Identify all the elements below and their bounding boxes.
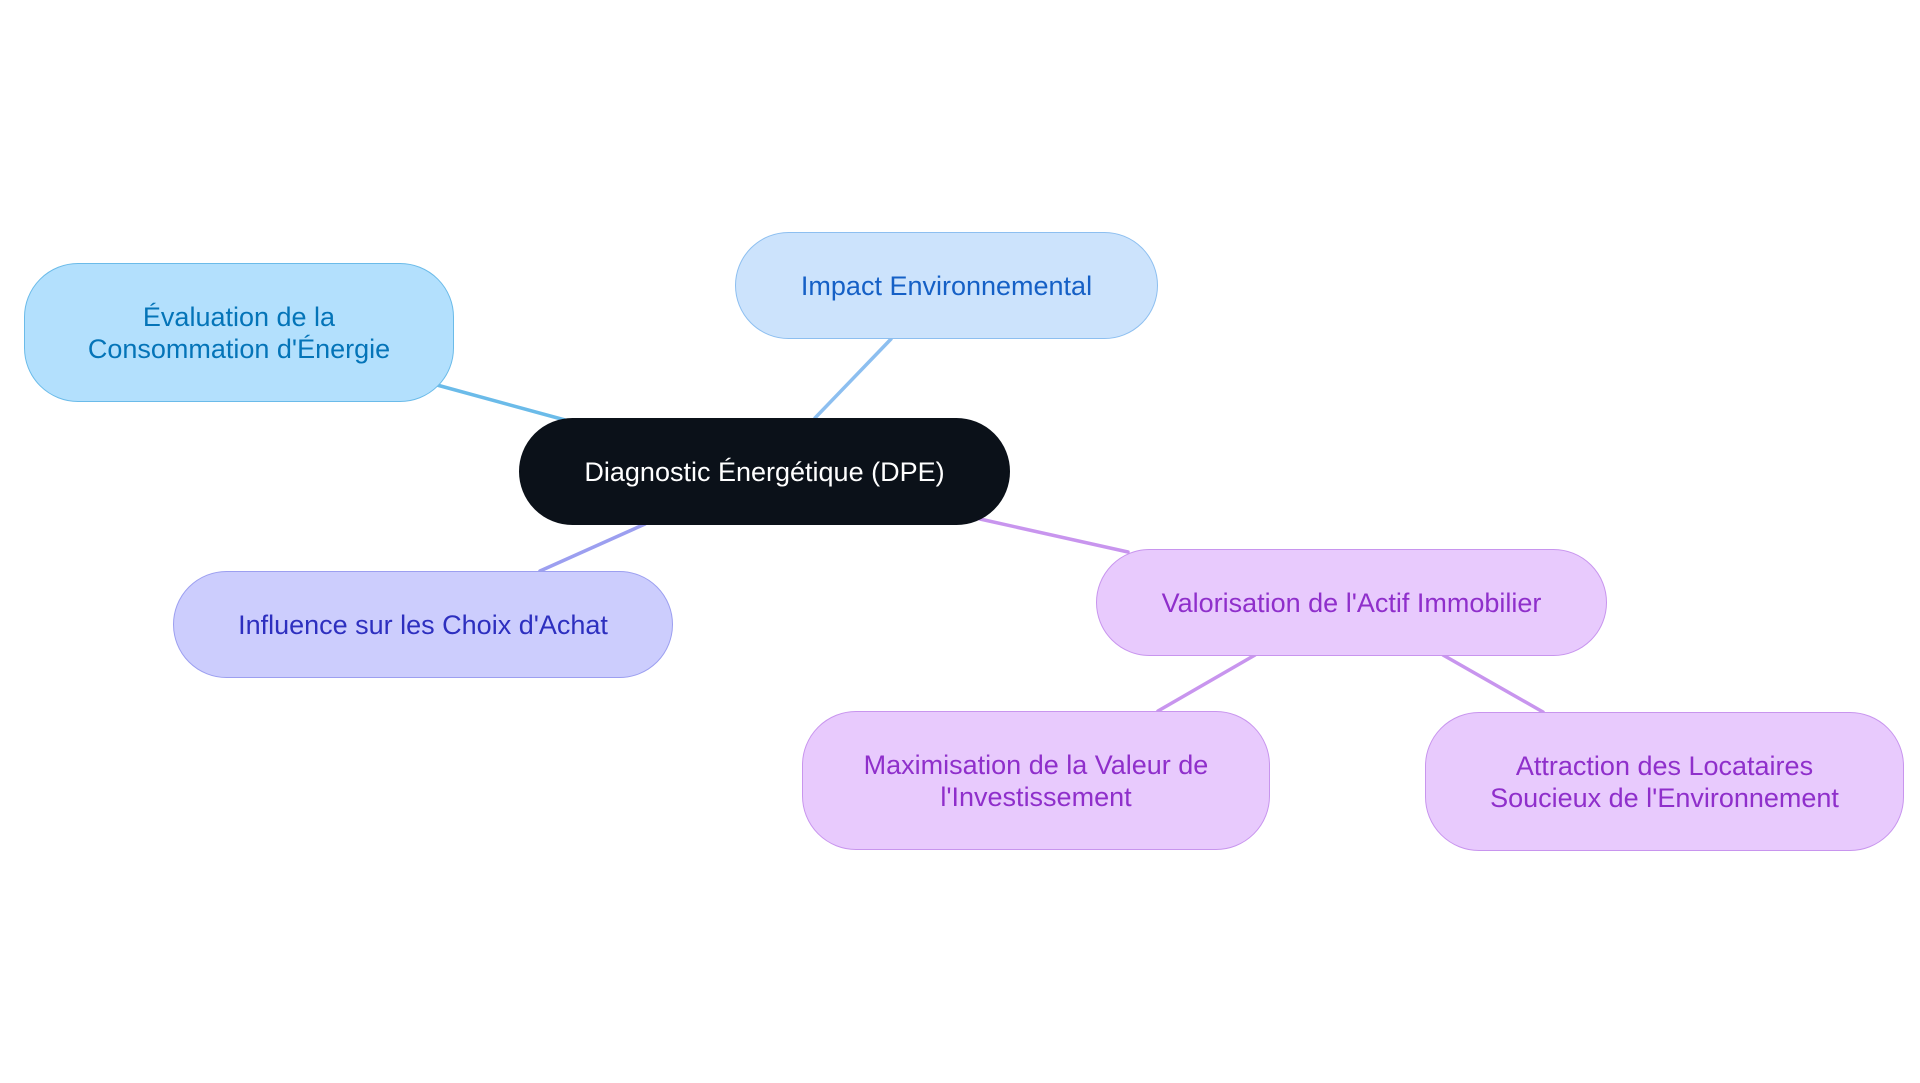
node-attraction-locataires[interactable]: Attraction des Locataires Soucieux de l'… bbox=[1425, 712, 1904, 851]
node-maximisation-valeur[interactable]: Maximisation de la Valeur de l'Investiss… bbox=[802, 711, 1270, 850]
edge-root-impact bbox=[813, 337, 893, 420]
edge-valorisation-attraction bbox=[1441, 653, 1545, 714]
node-evaluation-consommation[interactable]: Évaluation de la Consommation d'Énergie bbox=[24, 263, 454, 402]
edge-root-evaluation bbox=[435, 383, 567, 422]
node-valorisation-actif[interactable]: Valorisation de l'Actif Immobilier bbox=[1096, 549, 1607, 656]
edge-valorisation-maximisation bbox=[1156, 653, 1257, 713]
node-impact-environnemental[interactable]: Impact Environnemental bbox=[735, 232, 1158, 339]
edge-root-valorisation bbox=[978, 517, 1130, 554]
root-node-dpe[interactable]: Diagnostic Énergétique (DPE) bbox=[519, 418, 1010, 525]
edge-root-influence bbox=[538, 522, 647, 573]
node-influence-choix-achat[interactable]: Influence sur les Choix d'Achat bbox=[173, 571, 673, 678]
